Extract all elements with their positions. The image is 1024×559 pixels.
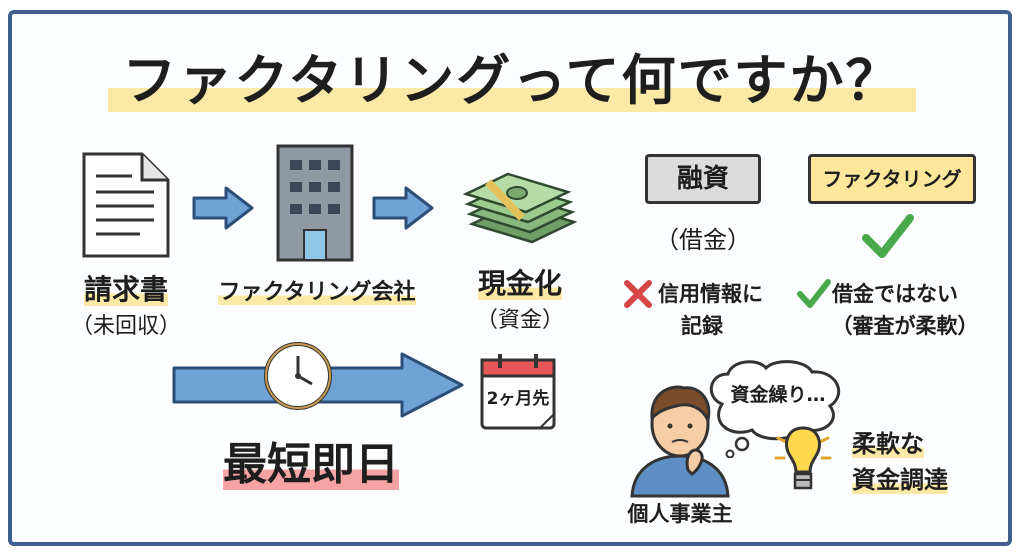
loan-title-box: 融資: [645, 154, 761, 204]
arrow-icon: [372, 186, 434, 230]
cash-label: 現金化: [477, 267, 562, 300]
idea-line-1: 柔軟な: [852, 430, 924, 458]
idea-line-2: 資金調達: [852, 466, 948, 494]
loan-point-1: 信用情報に: [658, 282, 763, 306]
cash-icon: [462, 172, 578, 244]
loan-sub-label: （借金）: [655, 226, 751, 254]
cross-icon: [624, 280, 652, 308]
check-icon: [797, 279, 831, 308]
person-label: 個人事業主: [627, 502, 733, 526]
page-title: ファクタリングって何ですか？: [0, 36, 1024, 115]
company-label: ファクタリング会社: [218, 280, 416, 305]
thought-text: 資金繰り…: [730, 384, 826, 406]
title-text: ファクタリングって何ですか？: [108, 49, 916, 112]
factoring-title-box: ファクタリング: [808, 154, 976, 204]
calendar-text: 2ヶ月先: [486, 389, 550, 409]
factoring-point-2: （審査が柔軟）: [831, 314, 979, 338]
clock-icon: [264, 342, 332, 410]
person-icon: [630, 385, 730, 498]
speed-label: 最短即日: [223, 439, 399, 490]
thought-bubble-icon: [710, 360, 841, 458]
building-icon: [276, 144, 354, 262]
loan-point-2: 記録: [681, 314, 723, 338]
invoice-sub-label: （未回収）: [70, 314, 181, 339]
lightbulb-icon: [774, 426, 832, 490]
arrow-icon: [192, 186, 254, 230]
check-icon: [862, 214, 914, 258]
calendar-icon: [480, 354, 556, 430]
invoice-label: 請求書: [83, 273, 168, 306]
document-icon: [82, 152, 170, 258]
cash-sub-label: （資金）: [475, 308, 564, 333]
factoring-point-1: 借金ではない: [832, 282, 958, 306]
